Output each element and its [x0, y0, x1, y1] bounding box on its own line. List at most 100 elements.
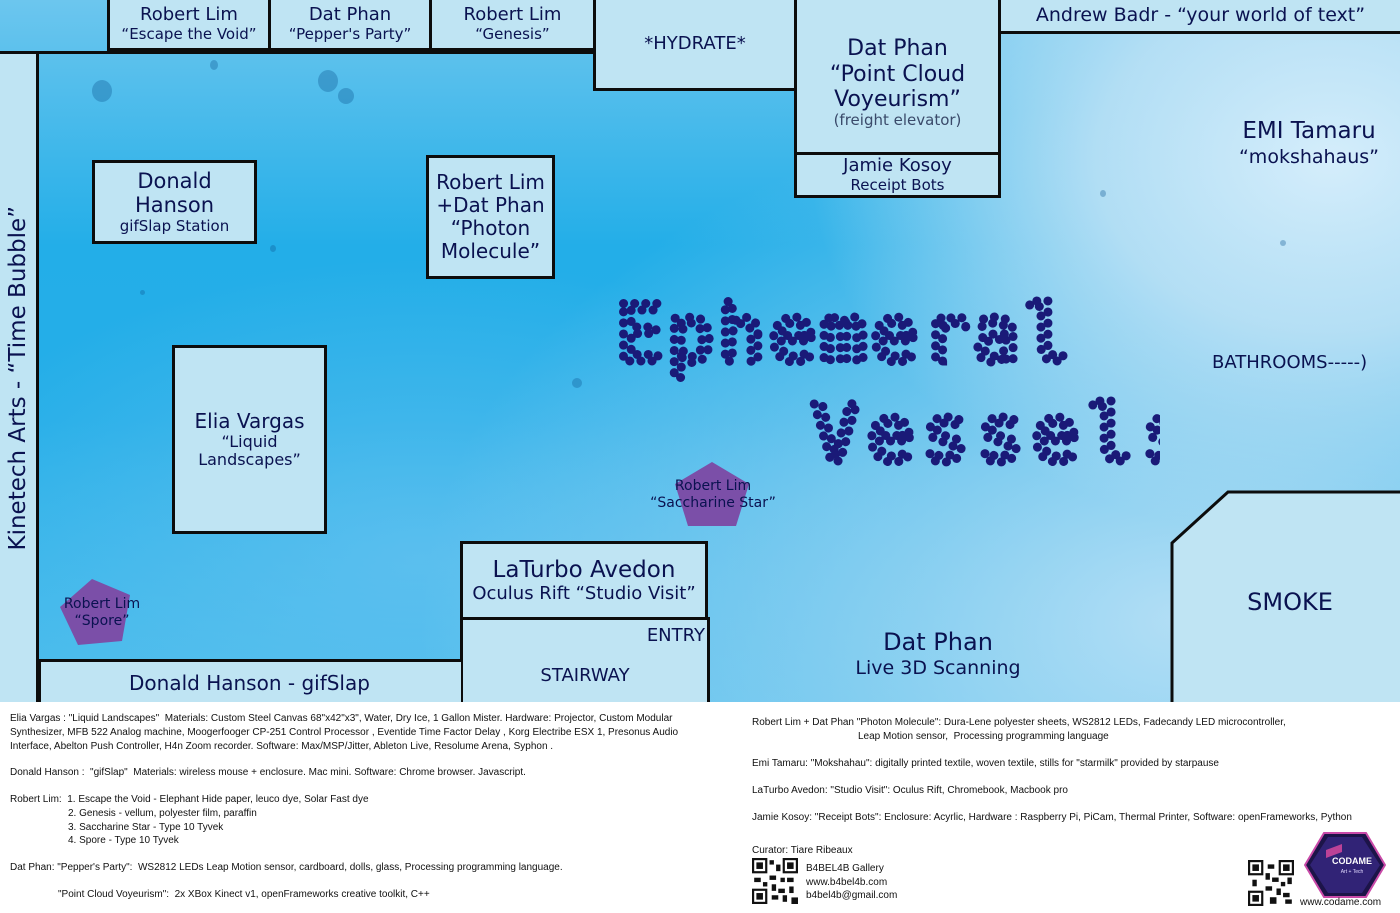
gallery-website[interactable]: www.b4bel4b.com — [806, 877, 888, 888]
stairway-label: STAIRWAY — [540, 664, 630, 686]
artwork-title: gifSlap Station — [119, 216, 230, 235]
water-bubble — [1100, 190, 1106, 197]
info-robert-line3: 3. Saccharine Star - Type 10 Tyvek — [68, 822, 224, 833]
water-bubble — [318, 70, 338, 92]
mokshahaus-label: EMI Tamaru “mokshahaus” — [1218, 118, 1400, 168]
water-bubble — [572, 378, 582, 388]
artwork-title: “Saccharine Star” — [650, 494, 776, 511]
room-studio-visit: LaTurbo Avedon Oculus Rift “Studio Visit… — [460, 541, 708, 621]
artwork-title: “Genesis” — [475, 24, 550, 43]
artwork-title-line1: “Point Cloud — [829, 61, 966, 87]
live-3d-scanning-label: Dat Phan Live 3D Scanning — [840, 628, 1036, 680]
artwork-title: “mokshahaus” — [1238, 145, 1380, 168]
water-bubble — [338, 88, 354, 104]
artist-name: Robert Lim — [674, 478, 752, 494]
wall-line — [36, 51, 596, 54]
codame-logo-text: CODAME — [1332, 856, 1372, 866]
artwork-title: Receipt Bots — [850, 175, 945, 194]
wall-line — [38, 659, 41, 702]
hydrate-label: *HYDRATE* — [644, 32, 746, 54]
room-receipt-bots: Jamie Kosoy Receipt Bots — [794, 152, 1001, 198]
room-photon-molecule: Robert Lim +Dat Phan “Photon Molecule” — [426, 155, 555, 279]
info-emi: Emi Tamaru: "Mokshahau": digitally print… — [752, 758, 1219, 769]
codame-qr-code[interactable] — [1248, 860, 1294, 906]
gallery-email[interactable]: b4bel4b@gmail.com — [806, 890, 898, 901]
smoke-room — [1170, 490, 1400, 702]
artist-name: EMI Tamaru — [1242, 118, 1376, 144]
artist-and-work: Andrew Badr - “your world of text” — [1035, 3, 1366, 26]
artwork-title-line2: Voyeurism” — [834, 87, 961, 113]
artist-name: Donald Hanson — [134, 169, 215, 218]
room-hydrate: *HYDRATE* — [593, 0, 797, 91]
entry-label: ENTRY — [646, 625, 705, 646]
artist-name: Dat Phan — [847, 36, 948, 62]
info-robert-line4: 4. Spore - Type 10 Tyvek — [68, 835, 179, 846]
artist-name: Elia Vargas — [194, 408, 305, 433]
spore-label: Robert Lim “Spore” — [56, 596, 148, 630]
artwork-title: Oculus Rift “Studio Visit” — [472, 582, 696, 604]
codame-logo[interactable]: CODAME Art + Tech — [1304, 832, 1386, 898]
artwork-title: “Spore” — [74, 612, 130, 629]
wall-line — [36, 659, 462, 662]
info-donald: Donald Hanson : "gifSlap" Materials: wir… — [10, 767, 526, 778]
room-point-cloud-voyeurism: Dat Phan “Point Cloud Voyeurism” (freigh… — [794, 0, 1001, 155]
codame-website[interactable]: www.codame.com — [1300, 897, 1382, 908]
info-curator: Curator: Tiare Ribeaux — [752, 845, 853, 856]
saccharine-star-marker — [675, 462, 749, 526]
artwork-info-panel: Elia Vargas : "Liquid Landscapes" Materi… — [0, 702, 1400, 913]
artist-name: Dat Phan — [883, 628, 993, 656]
artist-name: Robert Lim — [140, 4, 238, 26]
room-peppers-party: Dat Phan “Pepper's Party” — [268, 0, 432, 51]
codame-logo-tagline: Art + Tech — [1341, 869, 1364, 875]
artist-name: Dat Phan — [308, 4, 392, 26]
info-photon-line1: Robert Lim + Dat Phan "Photon Molecule":… — [752, 717, 1286, 728]
smoke-label: SMOKE — [1247, 588, 1333, 616]
water-bubble — [140, 290, 145, 295]
artwork-title-line2: Molecule” — [440, 239, 541, 263]
collaborator-name: +Dat Phan — [436, 193, 545, 217]
gallery-floor-map: Robert Lim “Escape the Void” Dat Phan “P… — [0, 0, 1400, 702]
gallery-name: B4BEL4B Gallery — [806, 863, 884, 874]
info-robert-line1: Robert Lim: 1. Escape the Void - Elephan… — [10, 794, 369, 805]
info-elia-line1: Elia Vargas : "Liquid Landscapes" Materi… — [10, 713, 673, 724]
info-elia-line3: Interface, Abelton Push Controller, H4n … — [10, 741, 554, 752]
artwork-title-line1: “Photon — [450, 216, 531, 240]
title-line-1: Ephemeral — [616, 290, 1075, 380]
water-bubble — [92, 80, 112, 102]
artwork-title: “Pepper's Party” — [288, 24, 412, 43]
title-dot-lettering: Ephemeral Vessels — [612, 286, 1161, 485]
room-escape-the-void: Robert Lim “Escape the Void” — [107, 0, 271, 51]
room-gifslap: Donald Hanson - gifSlap — [38, 662, 461, 702]
info-dat-point-cloud: "Point Cloud Voyeurism": 2x XBox Kinect … — [58, 889, 430, 900]
spore-marker — [60, 579, 130, 645]
gifslap-label: Donald Hanson - gifSlap — [129, 670, 370, 695]
room-liquid-landscapes: Elia Vargas “Liquid Landscapes” — [172, 345, 327, 534]
artwork-title-line2: Landscapes” — [198, 450, 301, 469]
info-jamie: Jamie Kosoy: "Receipt Bots": Enclosure: … — [752, 812, 1352, 823]
artwork-title-line1: “Liquid — [221, 431, 278, 451]
room-your-world-of-text: Andrew Badr - “your world of text” — [998, 0, 1400, 34]
water-bubble — [1280, 240, 1286, 246]
artist-name: Robert Lim — [63, 596, 141, 612]
stairway-area: ENTRY STAIRWAY — [460, 617, 710, 702]
info-dat-peppers-party: Dat Phan: "Pepper's Party": WS2812 LEDs … — [10, 862, 563, 873]
room-gifslap-station: Donald Hanson gifSlap Station — [92, 160, 257, 244]
artist-name: Jamie Kosoy — [843, 155, 952, 177]
water-bubble — [270, 245, 276, 252]
gallery-qr-code[interactable] — [752, 858, 798, 904]
artist-name: Robert Lim — [436, 170, 545, 194]
artist-name: LaTurbo Avedon — [492, 557, 676, 584]
title-line-2: Vessels — [812, 390, 1160, 480]
info-robert-line2: 2. Genesis - vellum, polyester film, par… — [68, 808, 257, 819]
info-photon-line2: Leap Motion sensor, Processing programmi… — [858, 731, 1109, 742]
room-time-bubble: Kinetech Arts - “Time Bubble” — [0, 51, 39, 702]
artwork-title: Live 3D Scanning — [855, 656, 1021, 679]
time-bubble-label: Kinetech Arts - “Time Bubble” — [4, 205, 31, 551]
artist-name: Robert Lim — [463, 4, 562, 26]
artwork-title: “Escape the Void” — [121, 24, 257, 43]
water-bubble — [210, 60, 218, 70]
bathrooms-direction: BATHROOMS-----) — [1212, 352, 1368, 373]
info-elia-line2: Synthesizer, MFB 522 Analog machine, Moo… — [10, 727, 679, 738]
room-genesis: Robert Lim “Genesis” — [429, 0, 596, 51]
info-laturbo: LaTurbo Avedon: "Studio Visit": Oculus R… — [752, 785, 1068, 796]
